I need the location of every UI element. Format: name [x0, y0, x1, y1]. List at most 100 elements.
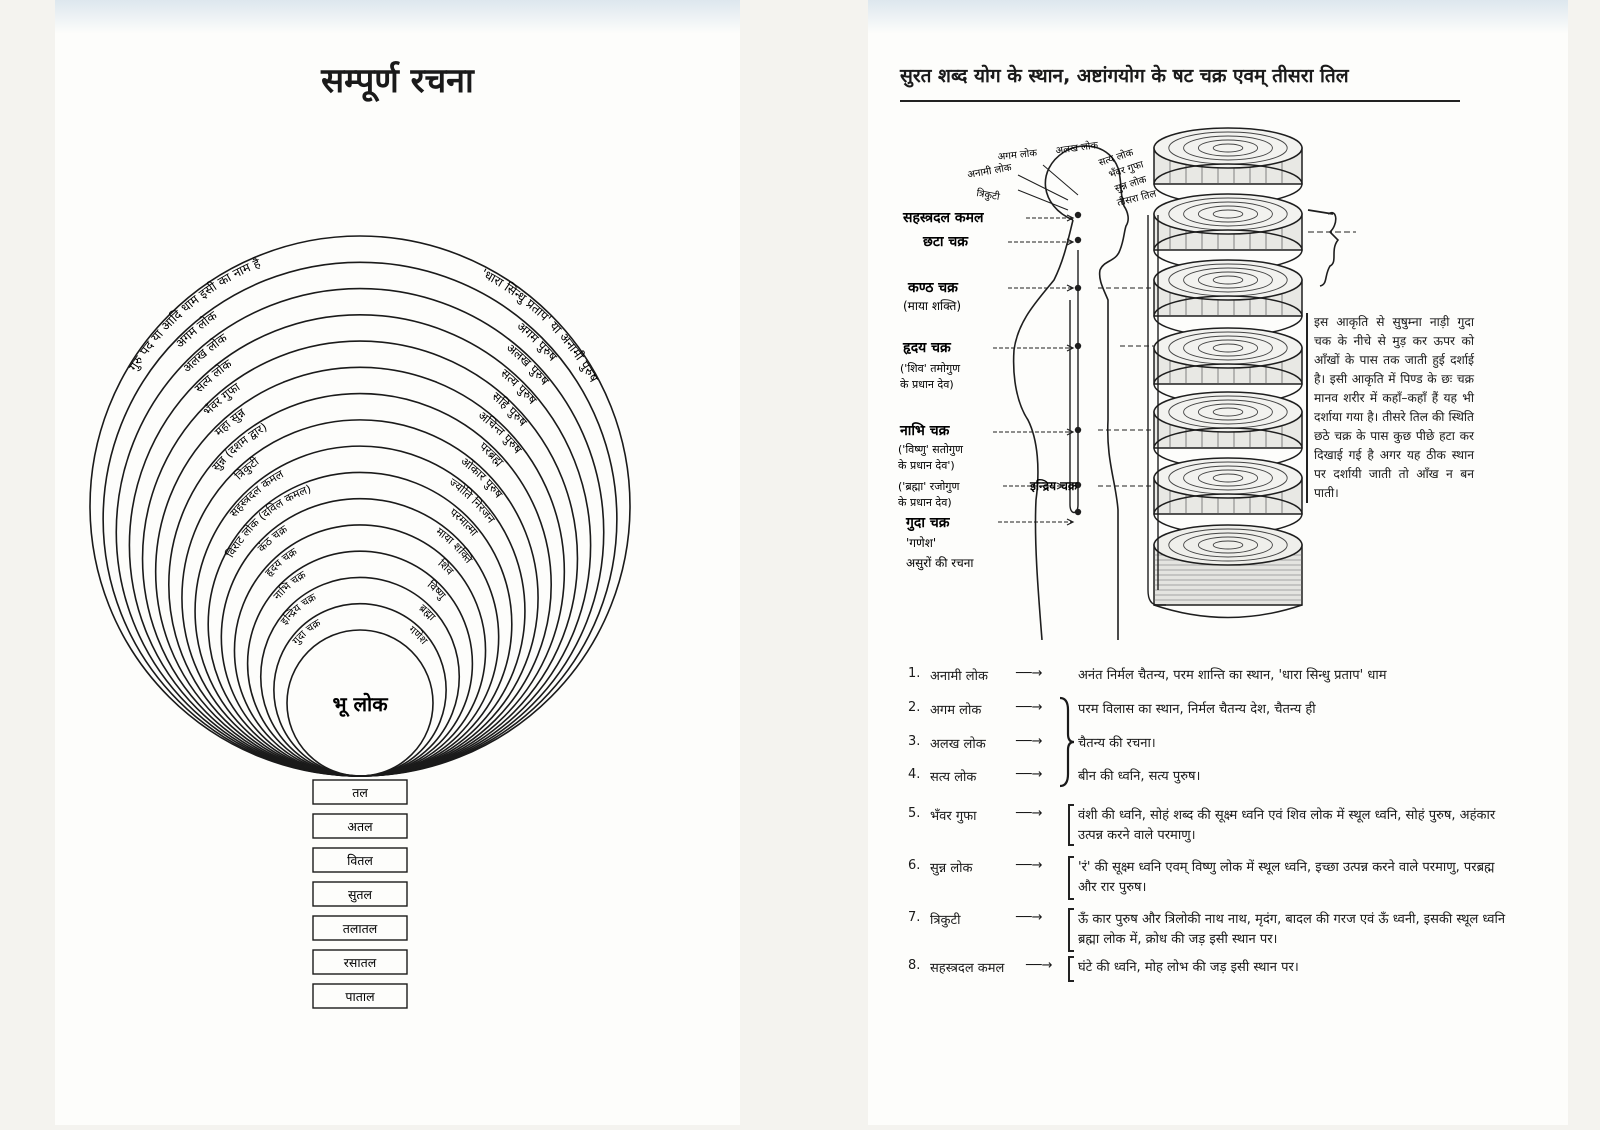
list-item-number: 3. — [908, 734, 921, 749]
chakra-label: के प्रधान देव) — [900, 378, 954, 391]
chakra-label: ('विष्णु' सतोगुण — [898, 443, 964, 456]
list-item-description: ऊँ कार पुरुष और त्रिलोकी नाथ नाथ, मृदंग,… — [1078, 912, 1506, 947]
realm-ring — [286, 629, 434, 777]
arrow-icon: ──→ — [1016, 910, 1043, 925]
arrow-head — [1066, 428, 1075, 436]
chakra-disc — [1153, 259, 1303, 337]
chakra-label: ('ब्रह्मा' रजोगुण — [898, 480, 960, 493]
sushumna-tube — [1147, 215, 1166, 606]
list-item-name: त्रिकुटी — [930, 913, 961, 928]
chakra-disc — [1153, 457, 1303, 535]
left-page: सम्पूर्ण रचना गुरु पद या आदि धाम इसी का … — [55, 0, 740, 1125]
left-page-title: सम्पूर्ण रचना — [321, 61, 474, 101]
arrow-icon: ──→ — [1016, 666, 1043, 681]
pointer-line — [1017, 189, 1069, 211]
chakra-label: के प्रधान देव') — [898, 459, 955, 472]
sushumna-line — [1069, 250, 1079, 514]
right-page-title: सुरत शब्द योग के स्थान, अष्टांगयोग के षट… — [900, 65, 1349, 87]
list-item-description: परम विलास का स्थान, निर्मल चैतन्य देश, च… — [1078, 702, 1316, 717]
lower-realm-label: वितल — [347, 853, 373, 868]
list-item-number: 2. — [908, 700, 921, 715]
lower-realm-label: पाताल — [345, 989, 375, 1004]
lower-realm-box — [312, 847, 408, 873]
back-outline — [1012, 219, 1074, 640]
pointer-line — [1017, 174, 1069, 201]
right-ring-label: परब्रह्म — [477, 439, 507, 469]
arrow-icon: ──→ — [1016, 806, 1043, 821]
chakra-point — [1074, 426, 1082, 434]
chakra-label: गुदा चक्र — [905, 515, 951, 532]
chakra-disc — [1153, 327, 1303, 405]
list-item-name: अलख लोक — [930, 737, 986, 752]
chakra-label: के प्रधान देव) — [898, 496, 952, 509]
curly-brace — [1056, 696, 1076, 788]
square-bracket — [1068, 908, 1074, 952]
title-underline — [900, 100, 1460, 102]
list-item-description: 'रं' की सूक्ष्म ध्वनि एवम् विष्णु लोक मे… — [1078, 860, 1495, 895]
chakra-label: हृदय चक्र — [902, 340, 952, 356]
lower-realm-label: तल — [352, 785, 368, 800]
chakra-disc — [1153, 127, 1303, 205]
arrow-head — [1066, 344, 1075, 352]
arrow-head — [1066, 238, 1075, 246]
square-bracket — [1068, 856, 1074, 900]
lower-realm-label: रसातल — [344, 955, 377, 970]
face-profile — [1319, 211, 1340, 287]
list-item-description: वंशी की ध्वनि, सोहं शब्द की सूक्ष्म ध्वन… — [1078, 808, 1496, 843]
eye-mark — [1307, 209, 1334, 215]
chakra-point — [1074, 284, 1082, 292]
chakra-disc — [1153, 391, 1303, 469]
list-item-description: घंटे की ध्वनि, मोह लोभ की जड़ इसी स्थान … — [1078, 960, 1299, 975]
chakra-point — [1074, 236, 1082, 244]
chakra-point — [1074, 211, 1082, 219]
lower-realm-box — [312, 813, 408, 839]
lower-realm-box — [312, 949, 408, 975]
chakra-point — [1074, 508, 1082, 516]
arrow-head — [1066, 284, 1075, 292]
chakra-label: ('शिव' तमोगुण — [900, 362, 961, 375]
left-ring-label: त्रिकुटी — [232, 454, 263, 483]
arrow-icon: ──→ — [1016, 700, 1043, 715]
arrow-icon: ──→ — [1016, 734, 1043, 749]
chakra-label: (माया शक्ति) — [903, 299, 961, 313]
chakra-disc — [1153, 193, 1303, 271]
head-loka-label: त्रिकुटी — [975, 187, 1001, 203]
list-item-name: सत्य लोक — [930, 770, 977, 785]
chakra-label: 'गणेश' — [906, 536, 936, 550]
lower-realm-label: तलातल — [343, 921, 378, 936]
arrow-head — [1066, 214, 1075, 222]
list-item-number: 5. — [908, 806, 921, 821]
lower-realm-box — [312, 881, 408, 907]
list-item-number: 8. — [908, 958, 921, 973]
chakra-point — [1074, 342, 1082, 350]
list-item-number: 4. — [908, 767, 921, 782]
list-item-name: सुन्न लोक — [930, 861, 973, 876]
lower-realm-box — [312, 779, 408, 805]
creation-diagram: गुरु पद या आदि धाम इसी का नाम है'धारा सि… — [89, 235, 631, 1009]
list-item-description: अनंत निर्मल चैतन्य, परम शान्ति का स्थान,… — [1078, 668, 1387, 683]
list-item-number: 7. — [908, 910, 921, 925]
list-item-name: अगम लोक — [930, 703, 982, 718]
arrow-icon: ──→ — [1026, 958, 1053, 973]
head-loka-label: अलख लोक — [1055, 139, 1099, 157]
diagram-explanation: इस आकृति से सुषुम्ना नाड़ी गुदा चक के नी… — [1306, 313, 1474, 503]
chakra-point — [1074, 481, 1082, 489]
chakra-label: छटा चक्र — [922, 234, 969, 250]
list-item-description: बीन की ध्वनि, सत्य पुरुष। — [1078, 769, 1201, 784]
right-ring-label: शिव — [435, 557, 457, 578]
arrow-head — [1056, 482, 1065, 490]
head-loka-label: अगम लोक — [997, 147, 1038, 163]
right-ring-label: विष्णु — [425, 578, 449, 602]
square-bracket — [1068, 956, 1074, 982]
head-loka-label: अनामी लोक — [966, 161, 1012, 181]
list-item-name: अनामी लोक — [930, 669, 988, 684]
lower-realm-box — [312, 915, 408, 941]
lower-realm-label: अतल — [347, 819, 373, 834]
arrow-head — [1066, 518, 1075, 526]
arrow-icon: ──→ — [1016, 858, 1043, 873]
lower-realm-label: सुतल — [348, 887, 373, 903]
right-page: सुरत शब्द योग के स्थान, अष्टांगयोग के षट… — [868, 0, 1568, 1125]
list-item-name: भँवर गुफा — [930, 809, 977, 824]
chakra-label: सहस्त्रदल कमल — [902, 210, 984, 226]
